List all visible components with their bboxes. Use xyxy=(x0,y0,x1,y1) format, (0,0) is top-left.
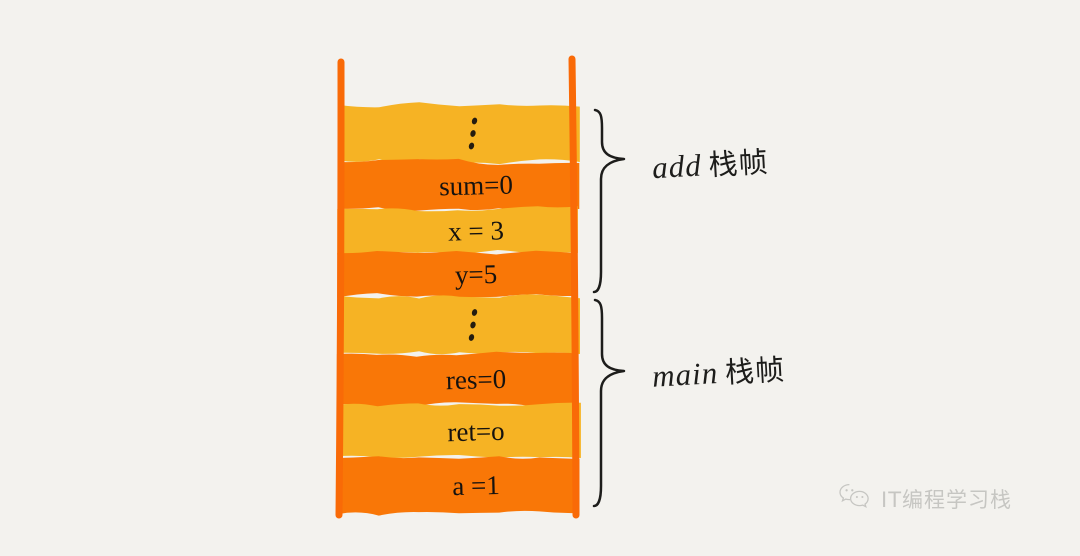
stack-rail-right xyxy=(568,55,580,519)
cell-label-cell-x: x = 3 xyxy=(448,215,504,246)
cell-label-cell-y: y=5 xyxy=(455,259,498,290)
stack-cell-cell-ret xyxy=(336,402,581,458)
stack-cell-cell-y xyxy=(337,250,576,298)
stack-rail-left xyxy=(335,58,345,519)
ellipsis-cell-add-ellipsis xyxy=(468,117,478,150)
frame-braces xyxy=(592,108,626,508)
watermark: IT编程学习栈 xyxy=(838,483,1012,514)
main-frame-label-cjk: 栈帧 xyxy=(724,352,786,390)
stack-cell-cell-add-ellipsis xyxy=(338,102,580,165)
cell-label-cell-a: a =1 xyxy=(452,470,500,501)
add-frame-brace xyxy=(592,108,626,294)
stack-cell-cell-res xyxy=(336,351,576,408)
stack-cell-cell-sum xyxy=(338,158,580,211)
stack-cell-cell-a xyxy=(338,456,580,516)
watermark-text: IT编程学习栈 xyxy=(881,487,1013,512)
add-frame-label-cjk: 栈帧 xyxy=(707,144,770,183)
cell-label-cell-ret: ret=o xyxy=(447,416,505,447)
main-frame-label-latin: main xyxy=(651,355,720,394)
main-frame-brace xyxy=(592,298,626,508)
cell-label-cell-res: res=0 xyxy=(446,364,507,395)
ellipsis-cell-main-ellipsis xyxy=(468,309,478,341)
cell-label-cell-sum: sum=0 xyxy=(439,170,513,202)
call-stack: sum=0 x = 3 y=5 res=0 ret=o a =1 xyxy=(335,55,581,519)
stack-cell-cell-x xyxy=(337,206,578,256)
add-frame-label-latin: add xyxy=(651,147,703,186)
wechat-icon xyxy=(838,483,872,514)
stack-cell-cell-main-ellipsis xyxy=(338,294,581,355)
